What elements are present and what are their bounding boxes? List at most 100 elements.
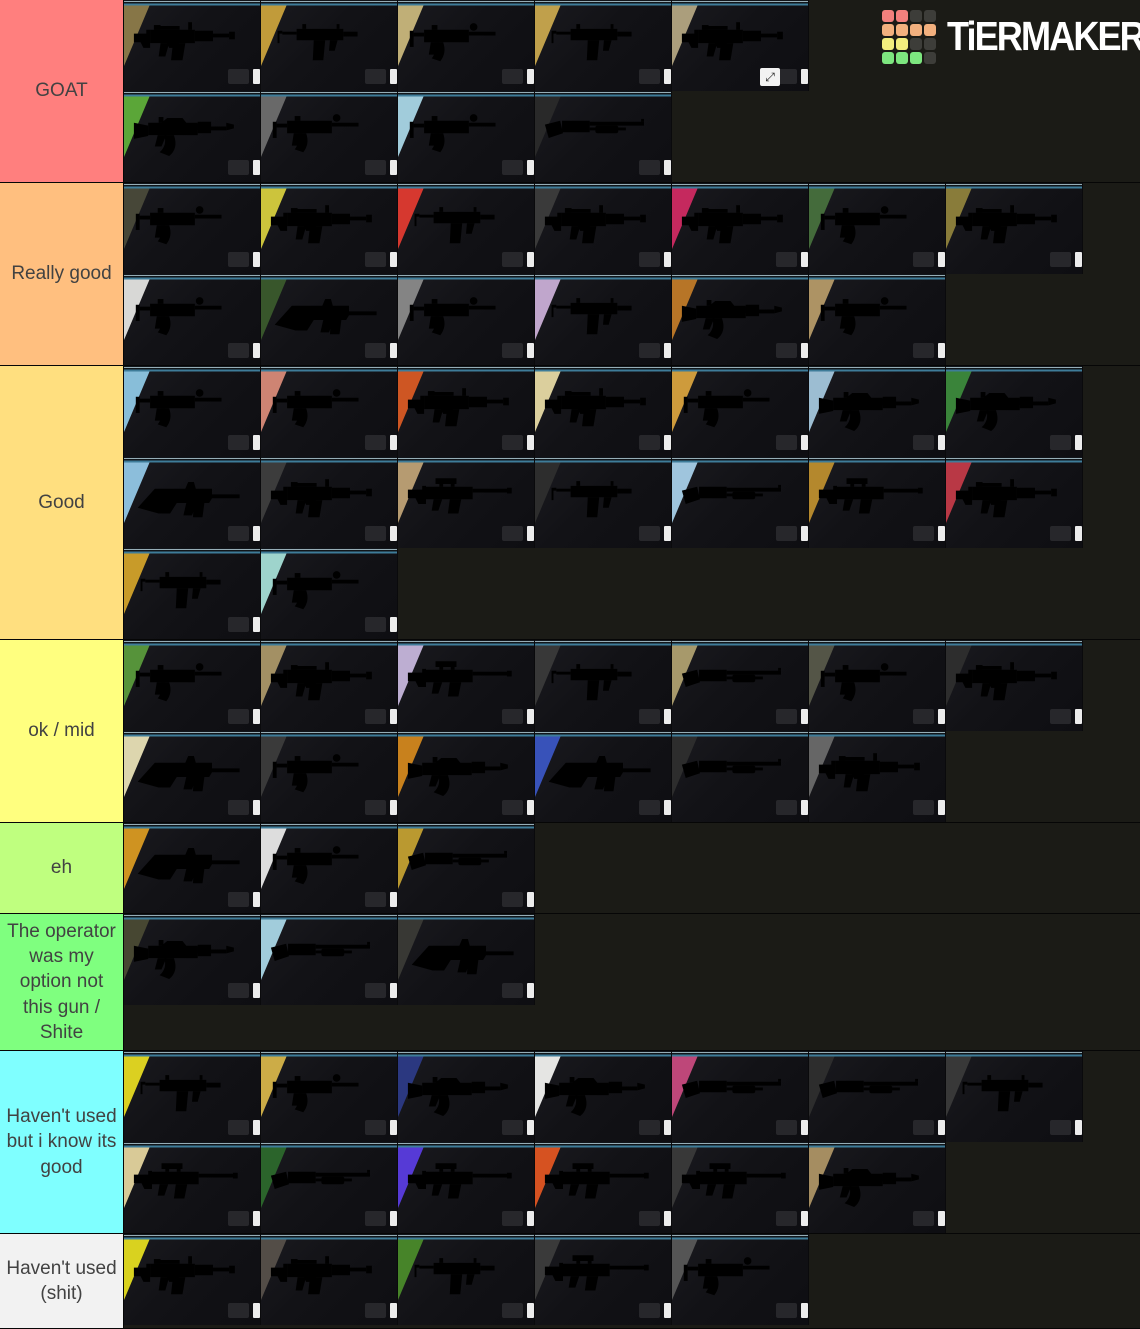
weapon-tile[interactable] xyxy=(809,1142,946,1233)
weapon-tile[interactable] xyxy=(124,91,261,182)
weapon-tile[interactable] xyxy=(124,366,261,457)
weapon-tile[interactable] xyxy=(261,366,398,457)
weapon-tile[interactable] xyxy=(535,640,672,731)
weapon-tile[interactable] xyxy=(946,366,1083,457)
weapon-tile[interactable] xyxy=(261,823,398,913)
weapon-tile[interactable] xyxy=(261,0,398,91)
weapon-tile[interactable] xyxy=(672,1051,809,1142)
weapon-tile[interactable] xyxy=(672,274,809,365)
weapon-tile[interactable] xyxy=(124,183,261,274)
tier-dropzone-unused-shit[interactable] xyxy=(124,1234,1140,1328)
ammo-box xyxy=(228,617,249,632)
weapon-tile[interactable] xyxy=(535,457,672,548)
weapon-tile[interactable] xyxy=(398,731,535,822)
weapon-tile[interactable] xyxy=(535,366,672,457)
weapon-tile[interactable] xyxy=(398,1234,535,1325)
tile-row xyxy=(124,1234,809,1326)
weapon-tile[interactable] xyxy=(809,640,946,731)
weapon-tile[interactable] xyxy=(261,731,398,822)
weapon-tile[interactable] xyxy=(124,1051,261,1142)
weapon-tile[interactable] xyxy=(261,914,398,1005)
weapon-tile[interactable] xyxy=(398,640,535,731)
tile-topline xyxy=(124,274,260,280)
ammo-box xyxy=(1050,1120,1071,1135)
tile-topline xyxy=(672,274,808,280)
weapon-tile[interactable] xyxy=(535,274,672,365)
ammo-count xyxy=(801,1303,808,1318)
weapon-tile[interactable] xyxy=(261,548,398,639)
weapon-tile[interactable] xyxy=(672,1234,809,1325)
tier-dropzone-good[interactable] xyxy=(124,366,1140,639)
weapon-tile[interactable] xyxy=(398,1051,535,1142)
weapon-tile[interactable] xyxy=(809,366,946,457)
weapon-tile[interactable] xyxy=(261,1142,398,1233)
weapon-tile[interactable] xyxy=(124,640,261,731)
weapon-tile[interactable] xyxy=(946,640,1083,731)
tier-dropzone-operator[interactable] xyxy=(124,914,1140,1050)
weapon-tile[interactable] xyxy=(672,1142,809,1233)
weapon-tile[interactable] xyxy=(535,1142,672,1233)
weapon-tile[interactable] xyxy=(124,457,261,548)
weapon-tile[interactable] xyxy=(398,914,535,1005)
expand-icon: ⤢ xyxy=(760,68,780,86)
tile-topline xyxy=(535,1051,671,1057)
tier-dropzone-eh[interactable] xyxy=(124,823,1140,913)
tiermaker-logo[interactable]: TiERMAKER xyxy=(882,10,1140,64)
weapon-tile[interactable]: ⤢ xyxy=(672,0,809,91)
tile-row xyxy=(124,914,535,1006)
weapon-tile[interactable] xyxy=(535,1051,672,1142)
weapon-tile[interactable] xyxy=(672,731,809,822)
weapon-tile[interactable] xyxy=(398,183,535,274)
weapon-tile[interactable] xyxy=(809,457,946,548)
weapon-tile[interactable] xyxy=(261,91,398,182)
tier-label-goat: GOAT xyxy=(0,0,124,182)
weapon-tile[interactable] xyxy=(398,366,535,457)
weapon-tile[interactable] xyxy=(672,640,809,731)
weapon-tile[interactable] xyxy=(809,731,946,822)
tier-dropzone-unused-good[interactable] xyxy=(124,1051,1140,1233)
tier-dropzone-goat[interactable]: ⤢ xyxy=(124,0,1140,182)
tier-dropzone-really-good[interactable] xyxy=(124,183,1140,365)
weapon-tile[interactable] xyxy=(946,457,1083,548)
weapon-tile[interactable] xyxy=(535,731,672,822)
weapon-tile[interactable] xyxy=(261,457,398,548)
weapon-tile[interactable] xyxy=(398,1142,535,1233)
weapon-tile[interactable] xyxy=(124,731,261,822)
ammo-box xyxy=(639,526,660,541)
weapon-tile[interactable] xyxy=(124,1234,261,1325)
weapon-tile[interactable] xyxy=(398,823,535,913)
weapon-tile[interactable] xyxy=(398,457,535,548)
weapon-tile[interactable] xyxy=(398,91,535,182)
weapon-tile[interactable] xyxy=(809,183,946,274)
ammo-count xyxy=(1075,252,1082,267)
weapon-tile[interactable] xyxy=(535,183,672,274)
weapon-tile[interactable] xyxy=(672,183,809,274)
weapon-tile[interactable] xyxy=(398,274,535,365)
weapon-tile[interactable] xyxy=(809,1051,946,1142)
weapon-tile[interactable] xyxy=(672,366,809,457)
weapon-tile[interactable] xyxy=(124,823,261,913)
weapon-tile[interactable] xyxy=(261,274,398,365)
weapon-tile[interactable] xyxy=(124,274,261,365)
tier-row-operator: The operator was my option not this gun … xyxy=(0,914,1140,1051)
weapon-tile[interactable] xyxy=(261,640,398,731)
weapon-tile[interactable] xyxy=(124,548,261,639)
weapon-tile[interactable] xyxy=(398,0,535,91)
weapon-tile[interactable] xyxy=(124,914,261,1005)
weapon-tile[interactable] xyxy=(261,1051,398,1142)
weapon-tile[interactable] xyxy=(261,1234,398,1325)
ammo-box xyxy=(502,983,523,998)
tier-dropzone-ok-mid[interactable] xyxy=(124,640,1140,822)
weapon-tile[interactable] xyxy=(124,0,261,91)
tile-topline xyxy=(398,823,534,829)
weapon-tile[interactable] xyxy=(809,274,946,365)
weapon-tile[interactable] xyxy=(261,183,398,274)
weapon-tile[interactable] xyxy=(672,457,809,548)
weapon-tile[interactable] xyxy=(124,1142,261,1233)
weapon-tile[interactable] xyxy=(535,91,672,182)
weapon-tile[interactable] xyxy=(946,1051,1083,1142)
weapon-tile[interactable] xyxy=(535,0,672,91)
logo-grid-cell xyxy=(910,52,922,64)
weapon-tile[interactable] xyxy=(946,183,1083,274)
weapon-tile[interactable] xyxy=(535,1234,672,1325)
